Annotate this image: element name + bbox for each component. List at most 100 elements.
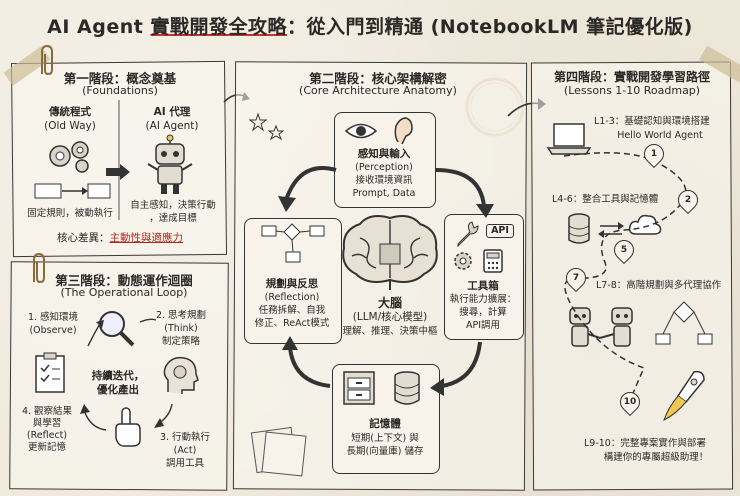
perception-subtitle: (Perception) [355, 162, 413, 173]
stage1-title: 第一階段：概念奠基 [63, 71, 177, 86]
memory-desc-1: 短期(上下文) 與 [351, 433, 419, 444]
robot-icon [147, 134, 193, 194]
tools-desc-3: API調用 [465, 320, 501, 331]
tools-desc-2: 搜尋，計算 [459, 307, 507, 318]
magnifier-icon [99, 311, 135, 347]
l1-title: L1-3：基礎認知與環境搭建 [594, 116, 710, 127]
memory-box [332, 364, 440, 474]
roadmap-pin-label: 10 [623, 397, 637, 407]
brain-icon [342, 215, 438, 290]
loop-arrows [80, 318, 173, 431]
traditional-desc: 固定規則，被動執行 [27, 208, 113, 219]
l9-subtitle: 構建你的專屬超級助理！ [603, 452, 709, 463]
robots-handshake-icon [569, 307, 633, 347]
paperclip-icon [33, 252, 45, 284]
loop-reflect-sub: (Reflect) [26, 430, 68, 441]
memory-desc-2: 長期(向量庫) 儲存 [346, 446, 424, 457]
agent-subtitle: (AI Agent) [145, 120, 199, 132]
tools-desc-1: 執行能力擴展： [449, 294, 517, 305]
stage2-subtitle: (Core Architecture Anatomy) [299, 84, 457, 97]
api-badge: API [486, 224, 514, 238]
tools-title: 工具箱 [467, 280, 499, 292]
traditional-subtitle: (Old Way) [44, 120, 96, 132]
stage3-title: 第三階段：動態運作迴圈 [55, 273, 193, 288]
stage4-subtitle: (Lessons 1-10 Roadmap) [563, 84, 701, 97]
perception-title: 感知與輸入 [357, 148, 411, 160]
calculator-icon [483, 249, 503, 273]
roadmap-pin-label: 1 [650, 149, 658, 159]
wrench-icon [457, 221, 479, 248]
roadmap-path [563, 152, 687, 407]
perception-desc-1: 接收環境資訊 [355, 175, 413, 186]
title-underlined: 實戰開發全攻略 [150, 16, 287, 38]
eye-icon [344, 123, 378, 139]
loop-reflect: 4. 觀察結果 [21, 406, 73, 417]
title-suffix: ：從入門到精通 (NotebookLM 筆記優化版) [286, 16, 693, 38]
loop-think: 2. 思考規劃 [155, 310, 207, 321]
loop-think-sub: (Think) [164, 323, 198, 334]
flowchart-icon [261, 223, 325, 263]
agent-desc-line1: 自主感知，決策行動 [130, 200, 216, 211]
l9-title: L9-10：完整專案實作與部署 [584, 438, 706, 449]
loop-center-line1: 持續迭代， [91, 370, 145, 382]
loop-think-desc: 制定策略 [161, 336, 200, 347]
checklist-icon [35, 352, 65, 393]
planning-title: 規劃與反思 [265, 278, 319, 290]
l7-title: L7-8：高階規劃與多代理協作 [596, 280, 722, 291]
database-icon [394, 371, 420, 405]
stage2-title: 第二階段：核心架構解密 [309, 71, 447, 86]
file-cabinet-icon [343, 371, 375, 405]
divider-line [118, 100, 120, 220]
database-icon [568, 213, 590, 244]
brain-title: 大腦 [377, 296, 402, 310]
loop-reflect-desc: 更新記憶 [27, 442, 66, 453]
loop-act-desc: 調用工具 [165, 458, 204, 469]
page-title: AI Agent 實戰開發全攻略：從入門到精通 (NotebookLM 筆記優化… [0, 12, 740, 39]
core-diff: 核心差異：主動性與適應力 [24, 232, 216, 245]
sticky-notes [250, 426, 307, 477]
l1-subtitle: Hello World Agent [617, 130, 703, 141]
gear-icon [454, 252, 472, 270]
agent-desc-line2: ，達成目標 [149, 213, 197, 224]
loop-observe: 1. 感知環境 [27, 312, 79, 323]
brain-subtitle: (LLM/核心模型) [352, 311, 428, 323]
traditional-title: 傳統程式 [49, 106, 91, 118]
stage1-subtitle: (Foundations) [82, 84, 158, 97]
ear-icon [394, 117, 413, 145]
loop-center-line2: 優化產出 [97, 384, 139, 396]
rocket-icon [663, 370, 705, 421]
l4-title: L4-6：整合工具與記憶體 [552, 194, 659, 205]
roadmap-pin-label: 7 [572, 273, 580, 283]
loop-reflect-2: 與學習 [32, 418, 62, 429]
perception-desc-2: Prompt, Data [352, 188, 416, 199]
roadmap-pin-label: 5 [620, 245, 628, 255]
core-diff-label: 核心差異： [57, 232, 110, 244]
roadmap-pin-label: 2 [684, 195, 692, 205]
brain-desc: 理解、推理、決策中樞 [342, 326, 438, 337]
planning-desc-2: 修正、ReAct模式 [254, 318, 330, 329]
cycle-arrows [278, 166, 494, 396]
loop-observe-sub: (Observe) [29, 325, 77, 336]
core-diff-value: 主動性與適應力 [109, 232, 184, 244]
swap-arrows-icon [598, 222, 624, 238]
gears-icon [49, 141, 89, 173]
laptop-icon [546, 123, 592, 155]
stage4-title: 第四階段：實戰開發學習路徑 [553, 70, 710, 84]
paperclip-icon [41, 44, 53, 76]
cloud-icon [628, 214, 662, 235]
planning-subtitle: (Reflection) [264, 292, 320, 303]
loop-act-sub: (Act) [173, 445, 197, 456]
stars-icon [248, 112, 285, 141]
title-prefix: AI Agent [47, 16, 151, 38]
arrow-right-icon [106, 164, 130, 180]
loop-act: 3. 行動執行 [159, 432, 211, 443]
head-gear-icon [163, 356, 199, 394]
flow-boxes-icon [34, 183, 111, 199]
agent-title: AI 代理 [153, 106, 191, 118]
hand-click-icon [115, 407, 141, 447]
stage3-subtitle: (The Operational Loop) [60, 286, 188, 299]
memory-title: 記憶體 [369, 418, 401, 430]
planning-desc-1: 任務拆解、自我 [258, 305, 326, 316]
flowchart-icon [655, 301, 713, 345]
tools-box [444, 214, 524, 340]
